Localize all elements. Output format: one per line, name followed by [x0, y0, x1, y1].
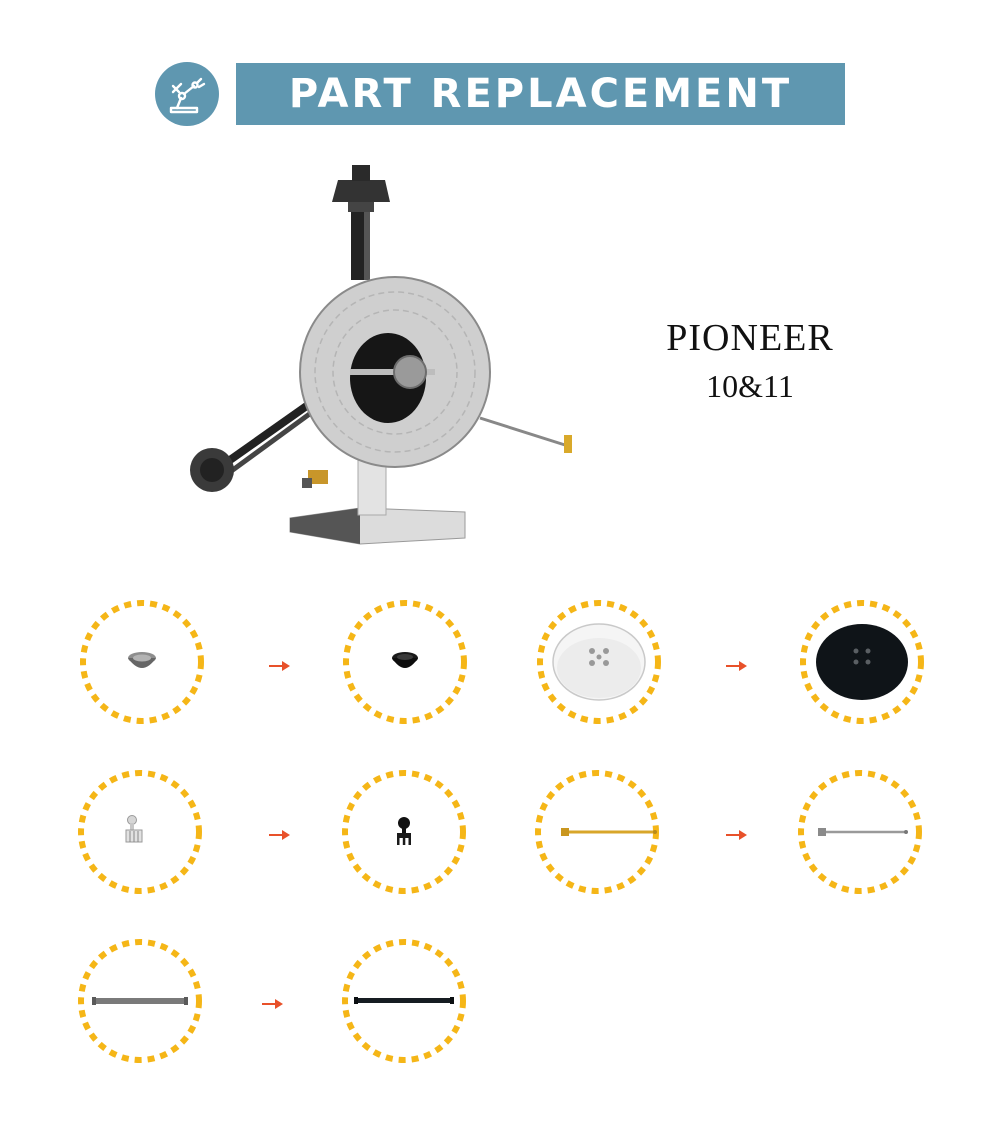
black-dish-part-icon: [341, 598, 469, 726]
black-bar-part-icon: [340, 937, 468, 1065]
product-name-line1: PIONEER: [666, 317, 834, 359]
black-round-plate-icon: [798, 598, 926, 726]
arrow-right-icon: [726, 826, 748, 840]
robot-arm-icon: [155, 62, 219, 126]
silver-antenna-rod-icon: [796, 768, 924, 896]
page-title: PART REPLACEMENT: [288, 71, 793, 117]
pioneer-model-image: [180, 160, 600, 550]
arrow-right-icon: [269, 826, 291, 840]
gray-dish-part-icon: [78, 598, 206, 726]
gray-bar-part-icon: [76, 937, 204, 1065]
arrow-right-icon: [269, 657, 291, 671]
header-banner: PART REPLACEMENT: [236, 63, 845, 125]
arrow-right-icon: [262, 995, 284, 1009]
white-round-plate-icon: [535, 598, 663, 726]
arrow-right-icon: [726, 657, 748, 671]
silver-connector-part-icon: [76, 768, 204, 896]
black-connector-part-icon: [340, 768, 468, 896]
product-name: PIONEER 10&11: [620, 314, 880, 408]
product-name-line2: 10&11: [706, 368, 794, 404]
gold-antenna-rod-icon: [533, 768, 661, 896]
